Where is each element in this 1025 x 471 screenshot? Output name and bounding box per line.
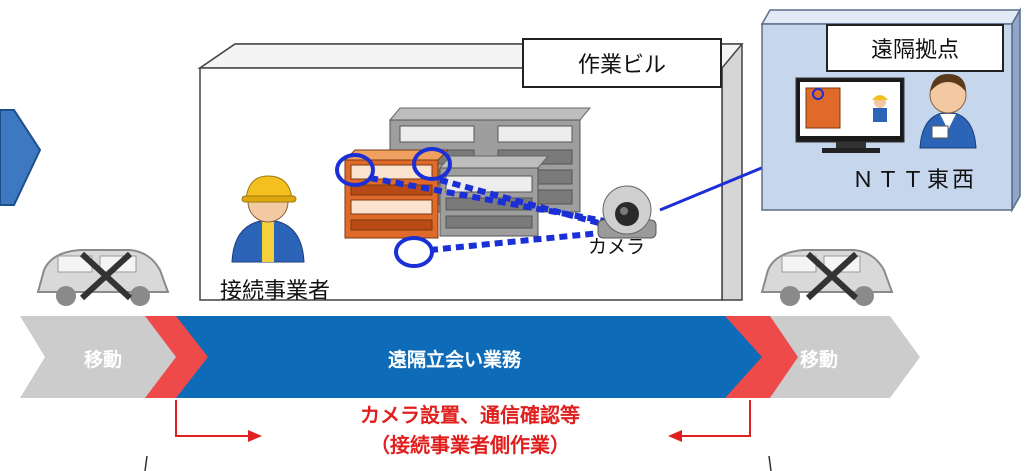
left-edge-arrow	[0, 109, 42, 206]
operator-label: 接続事業者	[220, 279, 331, 304]
work-building-label: 作業ビル	[522, 38, 722, 88]
flow-label-move-right: 移動	[800, 349, 839, 371]
server-rack-orange	[343, 149, 450, 239]
process-flow	[20, 316, 920, 398]
flow-label-move-left: 移動	[84, 349, 123, 371]
camera-icon	[597, 185, 657, 239]
camera-label: カメラ	[588, 236, 646, 258]
operator-icon	[231, 175, 305, 263]
flow-step-main	[176, 316, 772, 398]
ntt-label: ＮＴＴ東西	[852, 168, 978, 193]
flow-label-main: 遠隔立会い業務	[388, 349, 522, 371]
red-arrows	[175, 400, 751, 442]
bottom-bracket	[144, 455, 772, 471]
note-line-2: （接続事業者側作業）	[370, 433, 570, 457]
monitor-icon	[795, 77, 905, 153]
remote-site-label: 遠隔拠点	[826, 24, 1004, 72]
flow-step-transition-right	[725, 316, 800, 398]
note-line-1: カメラ設置、通信確認等	[360, 403, 580, 427]
flow-step-move-left	[20, 316, 180, 398]
operator-task-note: カメラ設置、通信確認等 （接続事業者側作業）	[290, 400, 650, 460]
ntt-staff-icon	[919, 74, 977, 149]
car-icon-right	[760, 249, 894, 306]
car-icon-left	[36, 249, 170, 306]
flow-step-move-right	[770, 316, 920, 398]
camera-view-lines	[369, 175, 611, 253]
